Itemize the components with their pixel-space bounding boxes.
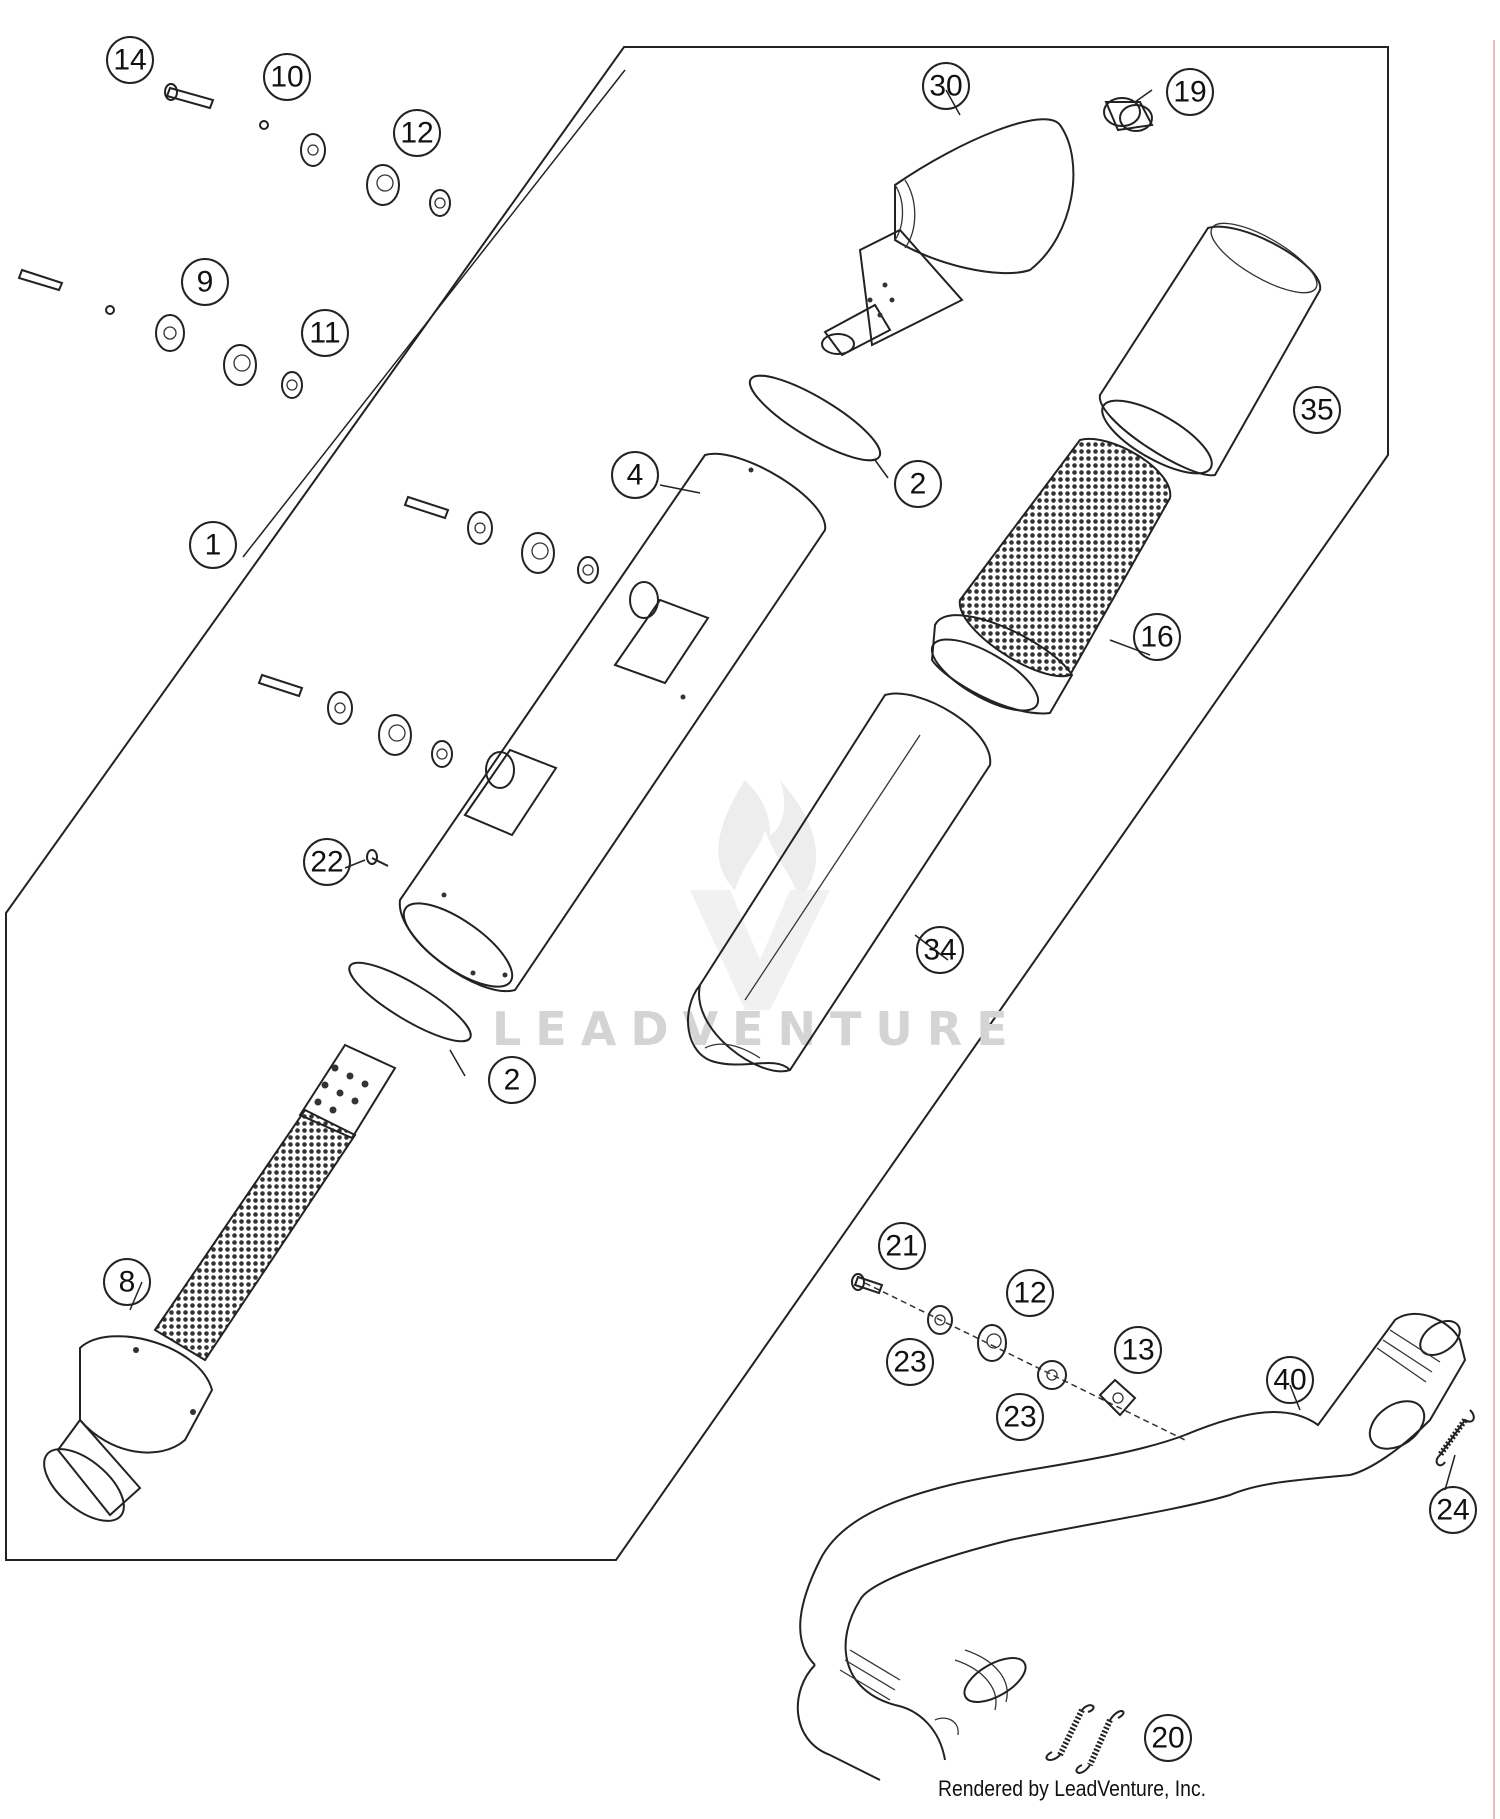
callout-16: 16 — [1133, 613, 1181, 661]
svg-text:22: 22 — [310, 846, 343, 879]
callout-34: 34 — [916, 926, 964, 974]
svg-text:13: 13 — [1121, 1334, 1154, 1367]
svg-text:21: 21 — [885, 1230, 918, 1263]
footer-credit: Rendered by LeadVenture, Inc. — [938, 1776, 1207, 1801]
callout-12-lower: 12 — [1006, 1269, 1054, 1317]
callout-2-lower: 2 — [488, 1056, 536, 1104]
callout-13: 13 — [1114, 1326, 1162, 1374]
gasket-ring-upper — [748, 374, 882, 462]
svg-text:4: 4 — [627, 459, 644, 492]
svg-text:2: 2 — [910, 468, 927, 501]
callout-35: 35 — [1293, 386, 1341, 434]
callout-11: 11 — [301, 309, 349, 357]
callout-10: 10 — [263, 53, 311, 101]
callout-30: 30 — [922, 62, 970, 110]
svg-text:23: 23 — [893, 1346, 926, 1379]
svg-text:8: 8 — [119, 1266, 136, 1299]
callout-20: 20 — [1144, 1714, 1192, 1762]
fastener-set-body-upper — [403, 495, 599, 584]
svg-text:40: 40 — [1273, 1364, 1306, 1397]
svg-text:23: 23 — [1003, 1401, 1036, 1434]
outer-sleeve-part — [1098, 222, 1322, 477]
svg-text:30: 30 — [929, 70, 962, 103]
svg-text:19: 19 — [1173, 76, 1206, 109]
svg-text:20: 20 — [1151, 1722, 1184, 1755]
spring-part-right — [1435, 1409, 1475, 1467]
callout-1: 1 — [189, 521, 237, 569]
callout-19: 19 — [1166, 68, 1214, 116]
header-pipe-part — [796, 1312, 1467, 1781]
muffler-assembly-frame — [5, 46, 1389, 1561]
leader-lines — [129, 69, 1456, 1491]
watermark-logo — [690, 780, 830, 1010]
callout-22: 22 — [303, 838, 351, 886]
svg-text:24: 24 — [1436, 1494, 1469, 1527]
bracket-fastener-set — [851, 1273, 1186, 1441]
end-cap-part — [821, 118, 1075, 357]
callout-12-upper: 12 — [393, 109, 441, 157]
svg-text:11: 11 — [309, 317, 340, 350]
spring-pair-lower — [1045, 1704, 1125, 1774]
svg-text:1: 1 — [205, 529, 222, 562]
callout-14: 14 — [106, 36, 154, 84]
callout-4: 4 — [611, 451, 659, 499]
svg-text:2: 2 — [504, 1064, 521, 1097]
fastener-set-middle — [17, 268, 303, 399]
callout-8: 8 — [103, 1258, 151, 1306]
svg-text:35: 35 — [1300, 394, 1333, 427]
callout-2-upper: 2 — [894, 460, 942, 508]
inner-tube-part — [43, 1043, 397, 1522]
svg-text:9: 9 — [197, 266, 214, 299]
muffler-body-part — [398, 452, 827, 993]
svg-text:12: 12 — [400, 117, 433, 150]
svg-text:14: 14 — [113, 44, 146, 77]
callout-24: 24 — [1429, 1486, 1477, 1534]
perforated-core-part — [930, 437, 1172, 715]
fastener-set-upper — [164, 83, 451, 217]
svg-text:34: 34 — [923, 934, 956, 967]
watermark-text: LEADVENTURE — [492, 1002, 1022, 1056]
callout-9: 9 — [181, 258, 229, 306]
callout-23-right: 23 — [996, 1393, 1044, 1441]
gasket-ring-lower — [348, 961, 472, 1043]
fastener-set-body-lower — [257, 673, 453, 768]
callout-23-left: 23 — [886, 1338, 934, 1386]
callout-40: 40 — [1266, 1356, 1314, 1404]
sleeve-ring-part — [1103, 97, 1154, 132]
small-screw-part — [366, 849, 389, 867]
svg-text:10: 10 — [270, 61, 303, 94]
svg-text:16: 16 — [1140, 621, 1173, 654]
callout-21: 21 — [878, 1222, 926, 1270]
muffler-shell-part — [687, 692, 992, 1073]
svg-text:12: 12 — [1013, 1277, 1046, 1310]
